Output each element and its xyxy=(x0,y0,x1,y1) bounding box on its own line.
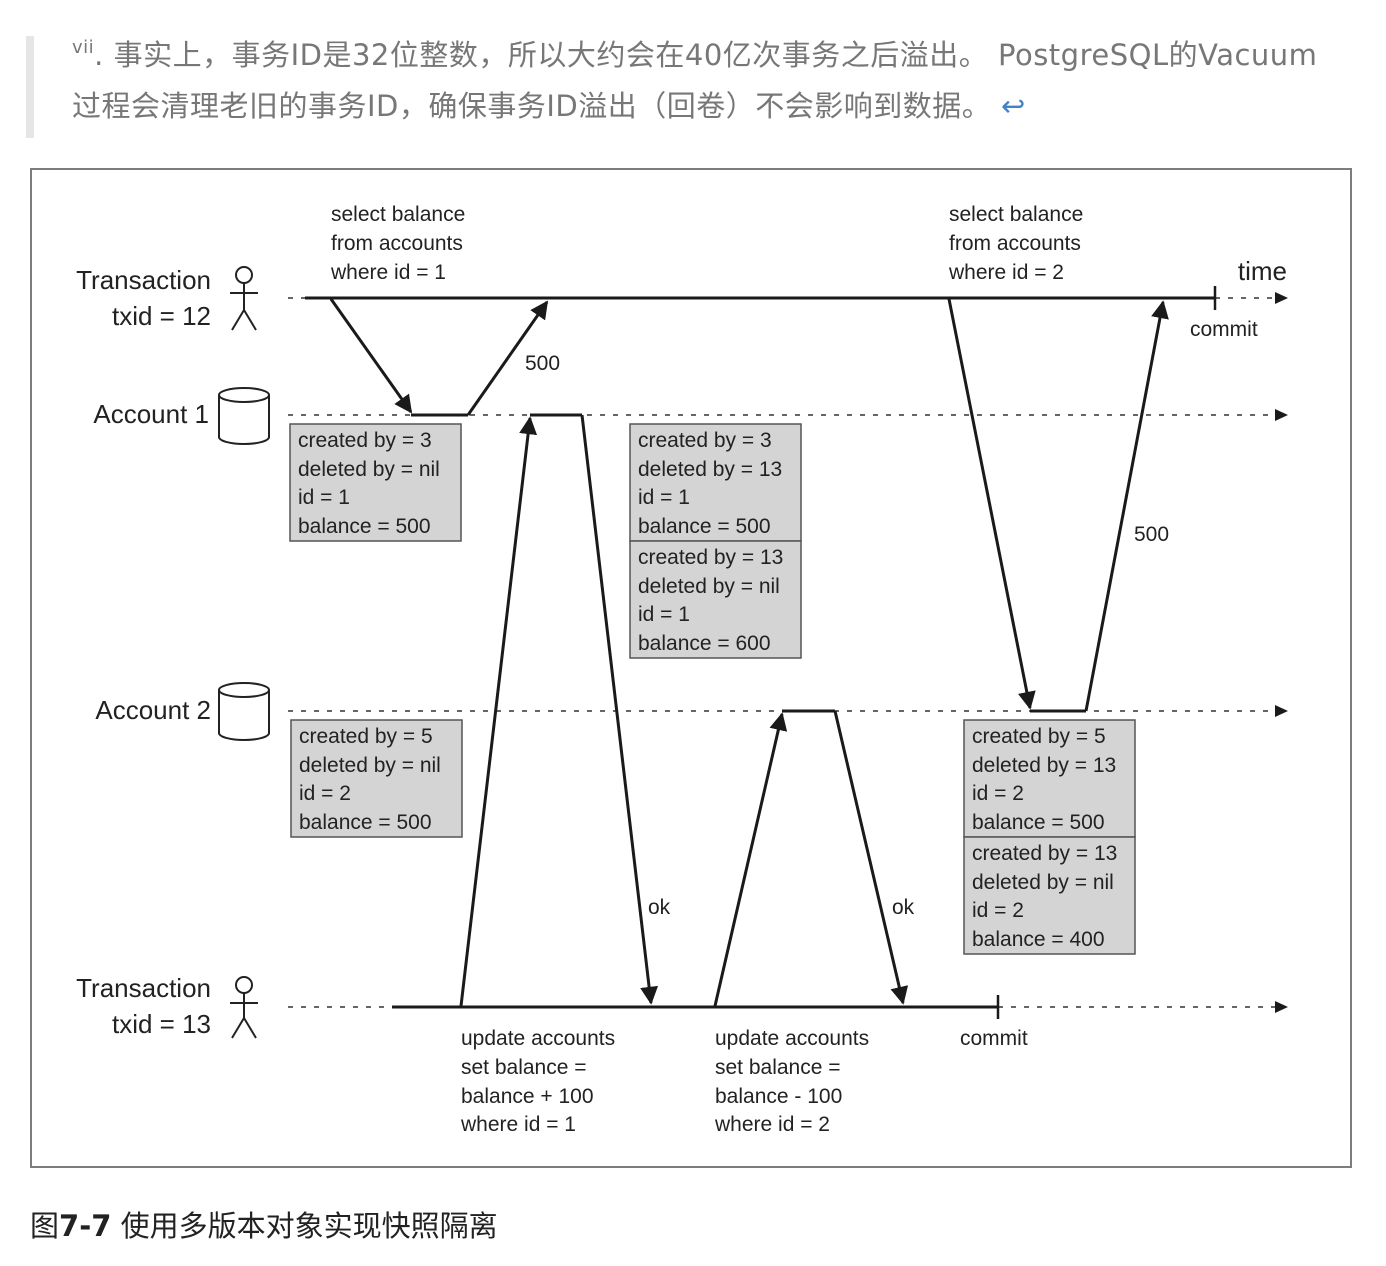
row-version-a2-right-new: created by = 13 deleted by = nil id = 2 … xyxy=(963,836,1136,955)
footnote-backref-link[interactable]: ↩ xyxy=(1001,89,1026,123)
svg-text:created by = 5: created by = 5 xyxy=(299,725,433,748)
footnote-text: vii. 事实上，事务ID是32位整数，所以大约会在40亿次事务之后溢出。 Po… xyxy=(72,30,1332,132)
row-version-a2-left: created by = 5 deleted by = nil id = 2 b… xyxy=(290,719,463,838)
svg-text:created by = 13: created by = 13 xyxy=(638,546,783,569)
svg-text:id = 1: id = 1 xyxy=(638,603,690,626)
svg-text:id = 1: id = 1 xyxy=(298,486,350,509)
svg-text:deleted by = nil: deleted by = nil xyxy=(972,871,1114,894)
row-version-a1-mid-old: created by = 3 deleted by = 13 id = 1 ba… xyxy=(629,423,802,542)
footnote-marker: vii xyxy=(72,37,95,58)
svg-text:id = 2: id = 2 xyxy=(972,899,1024,922)
svg-text:balance = 600: balance = 600 xyxy=(638,632,771,655)
person-icon xyxy=(230,266,258,331)
svg-text:balance + 100: balance + 100 xyxy=(461,1085,594,1108)
arrow-update-a2-response xyxy=(833,710,909,1005)
svg-text:where id = 2: where id = 2 xyxy=(948,261,1064,284)
svg-text:from accounts: from accounts xyxy=(949,232,1081,255)
svg-text:balance = 500: balance = 500 xyxy=(638,515,771,538)
time-label: time xyxy=(1238,256,1287,286)
response-ok-1: ok xyxy=(648,896,671,919)
caption-title: 使用多版本对象实现快照隔离 xyxy=(111,1209,498,1243)
figure-frame xyxy=(30,168,1352,1168)
arrow-read-a1-request xyxy=(329,298,413,414)
svg-text:deleted by = nil: deleted by = nil xyxy=(299,754,441,777)
svg-text:balance - 100: balance - 100 xyxy=(715,1085,842,1108)
row-version-a1-left: created by = 3 deleted by = nil id = 1 b… xyxy=(289,423,462,542)
tx13-label-line1: Transaction xyxy=(76,973,211,1003)
svg-text:update accounts: update accounts xyxy=(715,1027,869,1050)
query-q1: select balance from accounts where id = … xyxy=(330,203,465,284)
svg-text:deleted by = nil: deleted by = nil xyxy=(298,458,440,481)
database-icon xyxy=(218,682,270,741)
svg-text:where id = 1: where id = 1 xyxy=(330,261,446,284)
svg-text:select balance: select balance xyxy=(949,203,1083,226)
arrow-read-a2-request xyxy=(947,298,1036,710)
svg-text:balance = 400: balance = 400 xyxy=(972,928,1105,951)
footnote-quote: vii. 事实上，事务ID是32位整数，所以大约会在40亿次事务之后溢出。 Po… xyxy=(26,36,1334,138)
tx13-commit-label: commit xyxy=(960,1027,1028,1050)
svg-text:id = 2: id = 2 xyxy=(299,782,351,805)
database-icon xyxy=(218,387,270,445)
svg-text:deleted by = 13: deleted by = 13 xyxy=(638,458,782,481)
response-500-a1: 500 xyxy=(525,352,560,375)
timeline-arrowheads xyxy=(1275,292,1288,1013)
person-icon xyxy=(230,976,258,1039)
account2-label: Account 2 xyxy=(95,695,211,725)
response-ok-2: ok xyxy=(892,896,915,919)
svg-text:where id = 1: where id = 1 xyxy=(460,1113,576,1136)
svg-text:created by = 13: created by = 13 xyxy=(972,842,1117,865)
arrow-update-a1-request xyxy=(459,416,538,1007)
arrow-read-a2-response xyxy=(1084,300,1169,712)
svg-text:balance = 500: balance = 500 xyxy=(298,515,431,538)
tx12-label-line2: txid = 12 xyxy=(112,301,211,331)
svg-text:id = 1: id = 1 xyxy=(638,486,690,509)
svg-text:deleted by = nil: deleted by = nil xyxy=(638,575,780,598)
svg-text:created by = 5: created by = 5 xyxy=(972,725,1106,748)
svg-text:update accounts: update accounts xyxy=(461,1027,615,1050)
svg-text:from accounts: from accounts xyxy=(331,232,463,255)
mvcc-diagram: Transaction txid = 12 Account 1 Account … xyxy=(76,203,1288,1136)
figure-caption: 图7-7 使用多版本对象实现快照隔离 xyxy=(30,1203,498,1245)
caption-number: 7-7 xyxy=(59,1209,112,1243)
svg-text:select balance: select balance xyxy=(331,203,465,226)
tx12-label-line1: Transaction xyxy=(76,265,211,295)
caption-prefix: 图 xyxy=(30,1209,60,1243)
query-u2: update accounts set balance = balance - … xyxy=(714,1027,869,1136)
svg-text:created by = 3: created by = 3 xyxy=(298,429,432,452)
svg-text:set balance =: set balance = xyxy=(461,1056,587,1079)
svg-text:set balance =: set balance = xyxy=(715,1056,841,1079)
row-version-a1-mid-new: created by = 13 deleted by = nil id = 1 … xyxy=(629,540,802,659)
footnote-body: . 事实上，事务ID是32位整数，所以大约会在40亿次事务之后溢出。 Postg… xyxy=(72,38,1318,123)
query-q2: select balance from accounts where id = … xyxy=(948,203,1083,284)
arrow-update-a1-response xyxy=(580,414,659,1005)
tx12-commit-label: commit xyxy=(1190,318,1258,341)
svg-text:balance = 500: balance = 500 xyxy=(972,811,1105,834)
tx13-label-line2: txid = 13 xyxy=(112,1009,211,1039)
svg-text:balance = 500: balance = 500 xyxy=(299,811,432,834)
svg-text:created by = 3: created by = 3 xyxy=(638,429,772,452)
arrow-update-a2-request xyxy=(713,712,788,1007)
arrow-read-a1-response xyxy=(466,300,549,416)
svg-text:deleted by = 13: deleted by = 13 xyxy=(972,754,1116,777)
svg-text:where id = 2: where id = 2 xyxy=(714,1113,830,1136)
row-version-a2-right-old: created by = 5 deleted by = 13 id = 2 ba… xyxy=(963,719,1136,838)
response-500-a2: 500 xyxy=(1134,523,1169,546)
svg-text:id = 2: id = 2 xyxy=(972,782,1024,805)
query-u1: update accounts set balance = balance + … xyxy=(460,1027,615,1136)
account1-label: Account 1 xyxy=(93,399,209,429)
